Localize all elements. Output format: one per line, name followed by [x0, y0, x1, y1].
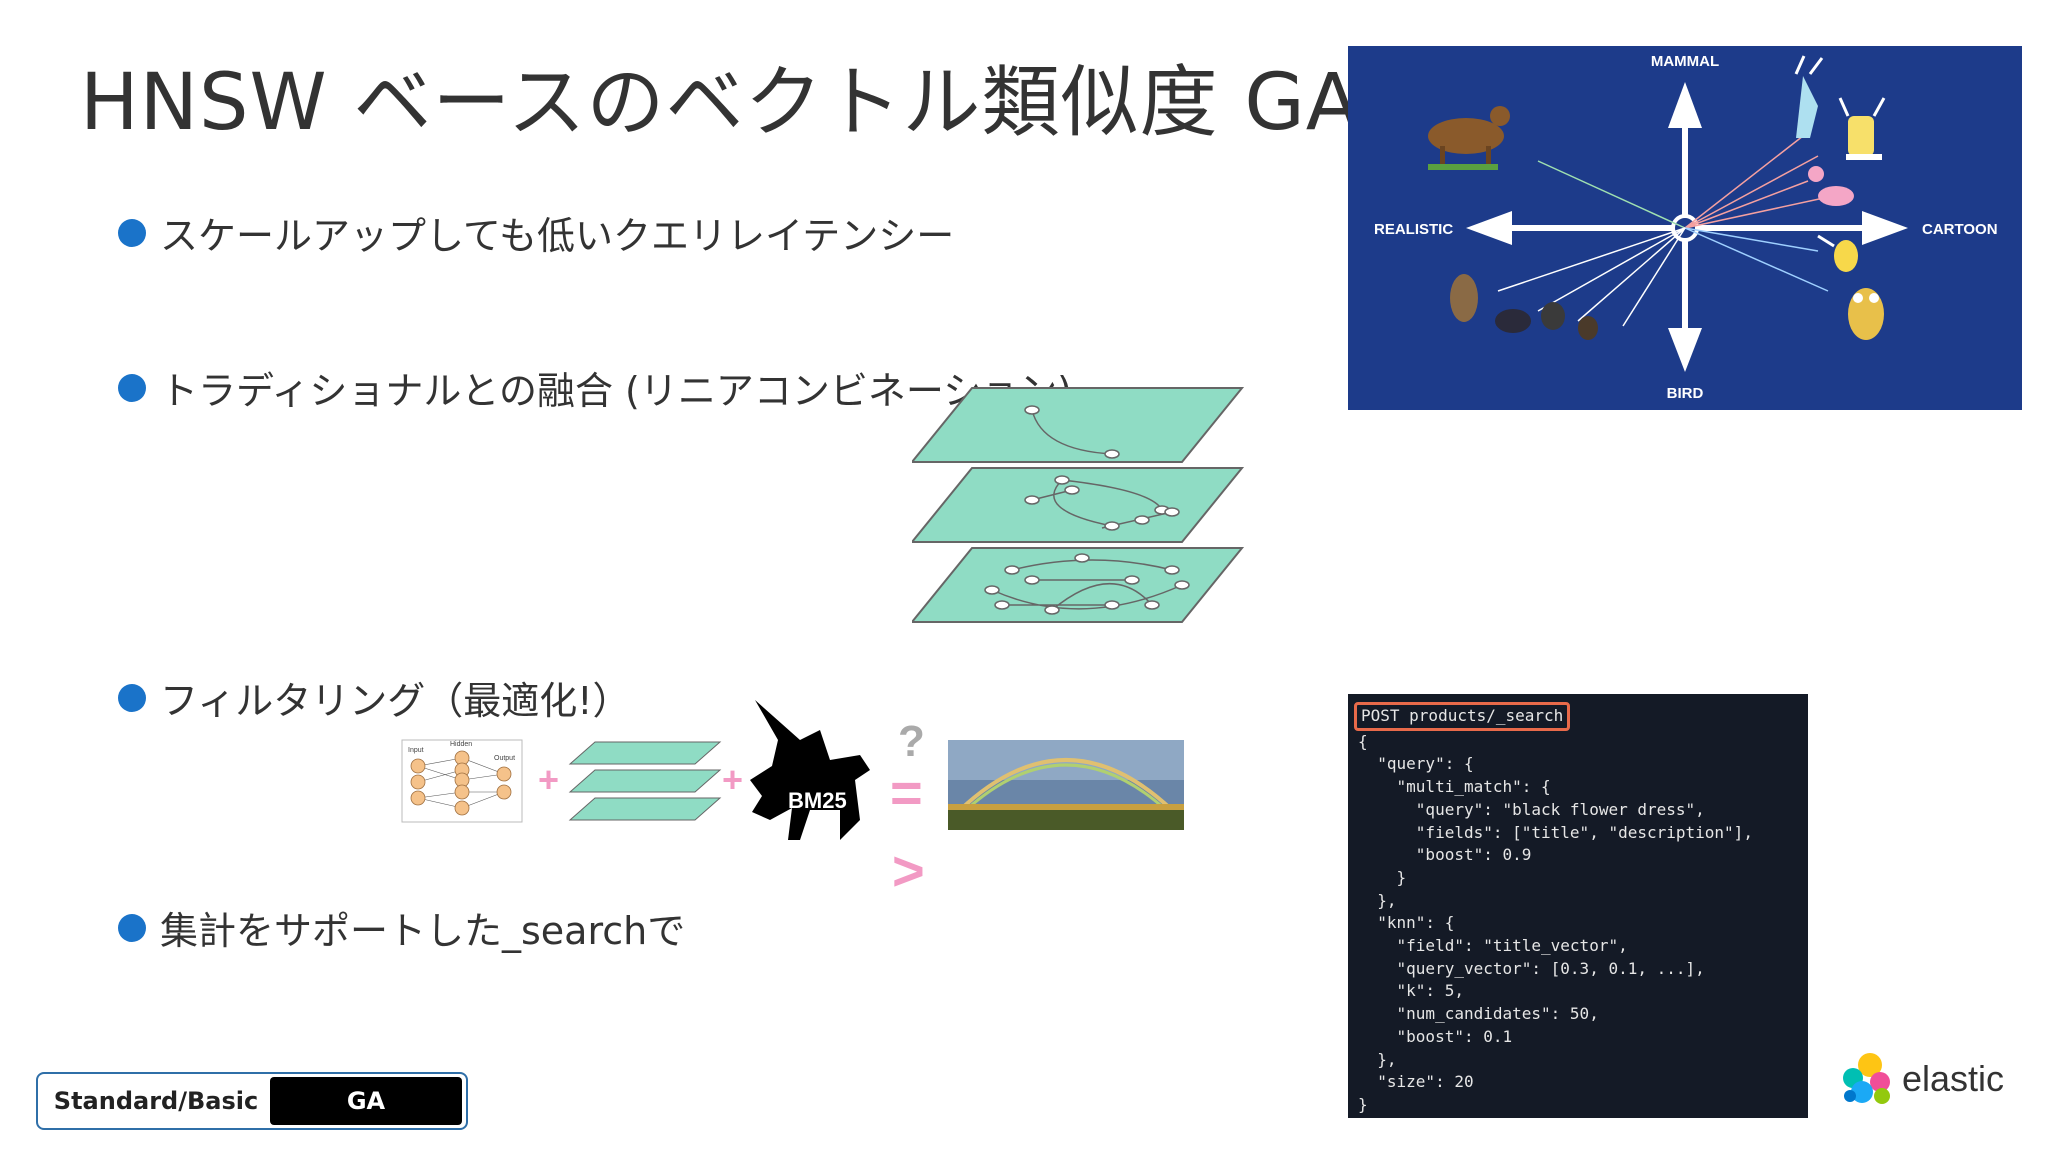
arrow-up-icon	[1668, 82, 1702, 128]
license-status: GA	[270, 1077, 462, 1125]
bullet-dot-icon	[118, 373, 146, 402]
code-panel: POST products/_search { "query": { "mult…	[1348, 694, 1808, 1118]
cartoon-owl-icon	[1848, 288, 1884, 340]
bullet-text: フィルタリング（最適化!）	[160, 679, 631, 723]
axis-label-top: MAMMAL	[1651, 53, 1719, 70]
cartoon-deer-icon	[1794, 55, 1824, 138]
elastic-wordmark: elastic	[1902, 1058, 2005, 1099]
slide-title: HNSW ベースのベクトル類似度 GA!	[80, 58, 1393, 148]
plus-sign-1: +	[538, 759, 559, 800]
neural-network-icon: Input Hidden Output	[401, 739, 523, 823]
hnsw-mini-icon	[568, 741, 722, 821]
bird-icon	[1541, 302, 1598, 340]
equals-sign: =	[890, 761, 923, 824]
axis-label-bottom: BIRD	[1667, 385, 1704, 402]
plus-sign-2: +	[722, 759, 743, 800]
bullet-item: 集計をサポートした_searchで	[118, 900, 685, 955]
axis-label-left: REALISTIC	[1374, 221, 1453, 238]
crow-icon	[1495, 309, 1531, 333]
endpoint-label: POST products/_search	[1354, 702, 1571, 731]
cartoon-moose-icon	[1838, 97, 1886, 160]
license-badge: Standard/Basic GA	[36, 1072, 468, 1130]
license-tier: Standard/Basic	[53, 1087, 259, 1115]
nn-hidden-label: Hidden	[450, 741, 472, 748]
axis-label-right: CARTOON	[1922, 221, 1998, 238]
bullet-dot-icon	[118, 218, 146, 247]
greater-than-sign: >	[892, 839, 925, 900]
elastic-logo: elastic	[1840, 1052, 2004, 1106]
cartoon-pink-animal-icon	[1808, 166, 1854, 206]
owl-icon	[1450, 274, 1478, 322]
nn-output-label: Output	[494, 755, 515, 762]
bullet-dot-icon	[118, 683, 146, 712]
elastic-logo-icon	[1843, 1053, 1890, 1104]
arrow-left-icon	[1466, 211, 1512, 245]
bullet-item: フィルタリング（最適化!）	[118, 670, 630, 725]
elk-icon	[1428, 106, 1510, 170]
arrow-down-icon	[1668, 328, 1702, 372]
code-body: { "query": { "multi_match": { "query": "…	[1358, 731, 1753, 1114]
bullet-item: トラディショナルとの融合 (リニアコンビネーション)	[118, 360, 1072, 415]
question-mark: ?	[898, 717, 925, 766]
vector-space-figure: MAMMAL REALISTIC CARTOON BIRD	[1348, 46, 2022, 410]
bullet-dot-icon	[118, 913, 146, 942]
cartoon-bird-icon	[1817, 234, 1858, 272]
pegasus-icon	[750, 700, 870, 840]
bullet-text: 集計をサポートした_searchで	[160, 909, 686, 953]
bm25-label: BM25	[788, 788, 847, 813]
arrow-right-icon	[1862, 211, 1908, 245]
bullet-item: スケールアップしても低いクエリレイテンシー	[118, 205, 954, 260]
hybrid-formula-row: Input Hidden Output + +	[400, 700, 1200, 902]
rainbow-photo	[948, 740, 1184, 830]
hnsw-layers-diagram	[909, 380, 1252, 630]
bullet-text: スケールアップしても低いクエリレイテンシー	[160, 214, 955, 258]
nn-input-label: Input	[408, 747, 424, 754]
bullet-text: トラディショナルとの融合 (リニアコンビネーション)	[160, 369, 1072, 413]
